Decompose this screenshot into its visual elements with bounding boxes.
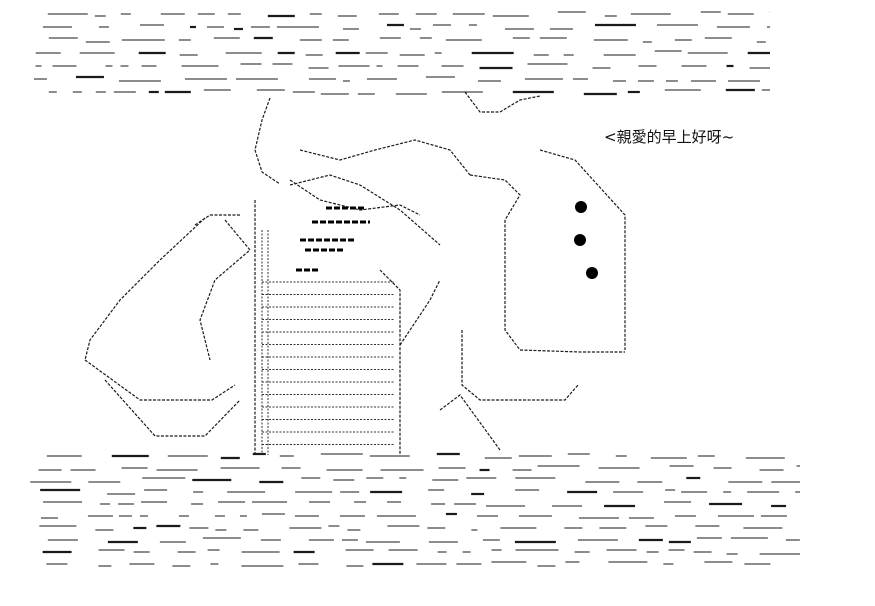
character-figure (84, 91, 626, 455)
left-arm-outer (84, 217, 206, 361)
coat-buttons (574, 201, 598, 279)
body-lower-right (399, 279, 441, 346)
right-hand (439, 394, 501, 451)
right-forearm (461, 330, 579, 401)
left-hand (84, 359, 236, 401)
face-lower (289, 179, 421, 216)
shirt-stripes (261, 230, 395, 455)
face-outline (299, 139, 471, 176)
hair-right (464, 91, 541, 113)
left-hand-lower (104, 379, 241, 437)
coat-button (575, 201, 587, 213)
torso-right (379, 269, 401, 455)
top-dash-field (33, 11, 770, 96)
hair-left (254, 97, 281, 185)
right-arm-outer (539, 149, 626, 350)
coat-button (574, 234, 586, 246)
heavy-marks (296, 206, 370, 272)
collar (289, 174, 441, 246)
right-arm-inner (504, 220, 625, 353)
bottom-dash-field (30, 452, 800, 567)
speech-caption: <親愛的早上好呀~ (604, 128, 735, 146)
left-arm-inner (199, 219, 251, 361)
coat-button (586, 267, 598, 279)
right-upper (469, 174, 521, 221)
left-shoulder (194, 214, 240, 226)
